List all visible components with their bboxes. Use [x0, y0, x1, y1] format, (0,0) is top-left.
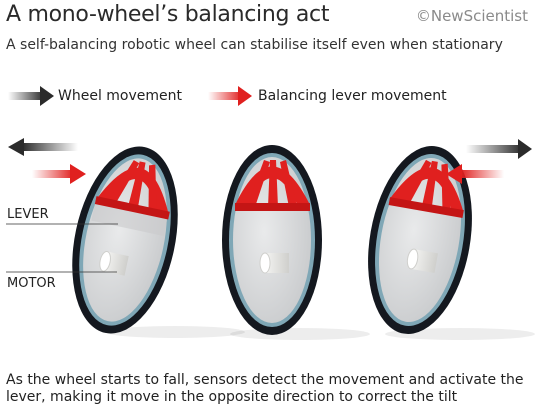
wheel-tilting-left: [72, 146, 178, 334]
legend-wheel-arrow: [8, 86, 54, 106]
page-title: A mono-wheel’s balancing act: [6, 2, 330, 27]
motor: [259, 252, 289, 274]
balancing-lever: [235, 160, 310, 211]
wheel-movement-arrow-right: [466, 139, 532, 159]
legend-lever-arrow: [208, 86, 252, 106]
caption: As the wheel starts to fall, sensors det…: [6, 372, 524, 405]
lever-movement-arrow-right: [32, 164, 86, 184]
page-subtitle: A self-balancing robotic wheel can stabi…: [6, 37, 503, 53]
legend-lever-movement: Balancing lever movement: [258, 88, 447, 104]
lever-label: LEVER: [7, 207, 49, 222]
balancing-lever: [94, 160, 170, 220]
wheel-upright: [222, 145, 322, 335]
motor-label: MOTOR: [7, 276, 56, 291]
wheel-shadow: [105, 326, 245, 338]
legend-wheel-movement: Wheel movement: [58, 88, 182, 104]
motor: [99, 250, 129, 276]
motor: [406, 248, 438, 274]
wheel-tilting-right: [368, 146, 472, 334]
wheel-shadow: [385, 328, 535, 340]
lever-movement-arrow-left: [446, 164, 504, 184]
wheel-movement-arrow-left: [8, 138, 78, 156]
balancing-lever: [388, 159, 464, 219]
wheel-shadow: [230, 328, 370, 340]
newscientist-credit: ©NewScientist: [415, 7, 528, 25]
